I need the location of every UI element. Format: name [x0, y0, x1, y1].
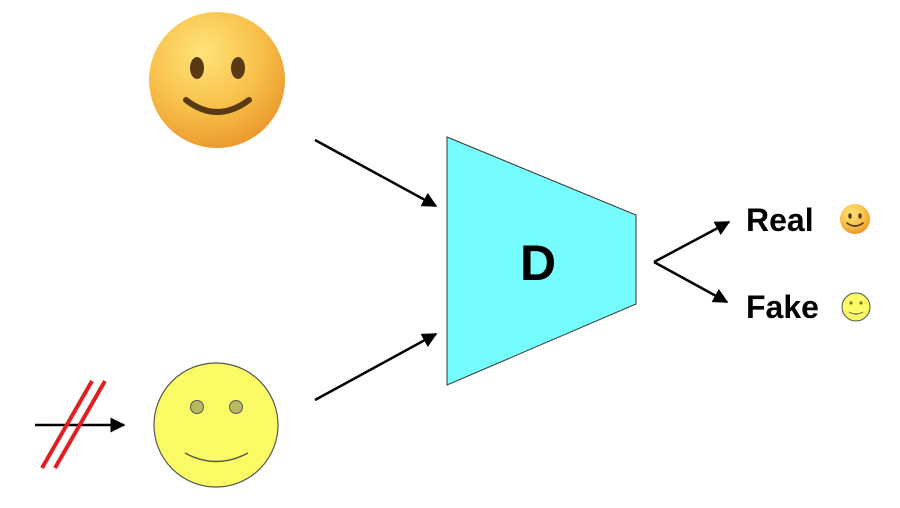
- discriminator-label: D: [520, 235, 556, 291]
- discriminator-block: [446, 136, 637, 386]
- fake-to-d-arrow: [314, 332, 438, 402]
- output-fake-arrow: [653, 260, 729, 304]
- emoji-smiling-face-icon: [840, 204, 870, 234]
- real-image-emoji-icon: [149, 12, 285, 148]
- fake-image-smiley-icon: [153, 362, 279, 488]
- output-real-label: Real: [746, 202, 814, 238]
- output-fake-label: Fake: [746, 289, 819, 325]
- cartoon-smiley-face-icon: [841, 292, 871, 322]
- red-double-slash-icon: [40, 380, 107, 469]
- real-to-d-arrow: [314, 138, 438, 208]
- output-real-arrow: [653, 220, 731, 264]
